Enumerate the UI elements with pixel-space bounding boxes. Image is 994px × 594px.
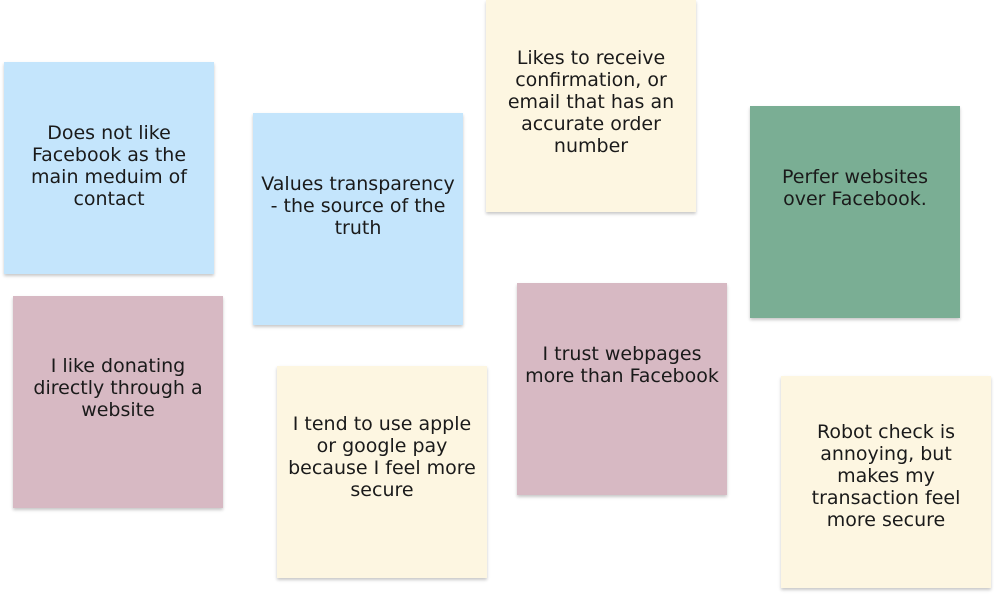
sticky-note-confirmation-email[interactable]: Likes to receive confirmation, or email … [486, 0, 696, 212]
sticky-note-apple-google-pay[interactable]: I tend to use apple or google pay becaus… [277, 366, 487, 578]
sticky-note-text: Perfer websites over Facebook. [781, 166, 929, 210]
sticky-note-text: I tend to use apple or google pay becaus… [288, 413, 476, 501]
sticky-note-text: Likes to receive confirmation, or email … [507, 47, 675, 157]
sticky-note-trust-webpages[interactable]: I trust webpages more than Facebook [517, 283, 727, 495]
sticky-note-facebook-contact[interactable]: Does not like Facebook as the main medui… [4, 62, 214, 274]
sticky-note-prefer-websites[interactable]: Perfer websites over Facebook. [750, 106, 960, 318]
sticky-note-text: I like donating directly through a websi… [33, 355, 203, 421]
sticky-note-text: I trust webpages more than Facebook [525, 343, 719, 387]
sticky-note-robot-check[interactable]: Robot check is annoying, but makes my tr… [781, 376, 991, 588]
sticky-note-transparency[interactable]: Values transparency - the source of the … [253, 113, 463, 325]
sticky-note-text: Robot check is annoying, but makes my tr… [811, 421, 961, 531]
sticky-note-text: Does not like Facebook as the main medui… [31, 122, 187, 210]
sticky-note-text: Values transparency - the source of the … [261, 173, 455, 239]
sticky-note-donating-website[interactable]: I like donating directly through a websi… [13, 296, 223, 508]
